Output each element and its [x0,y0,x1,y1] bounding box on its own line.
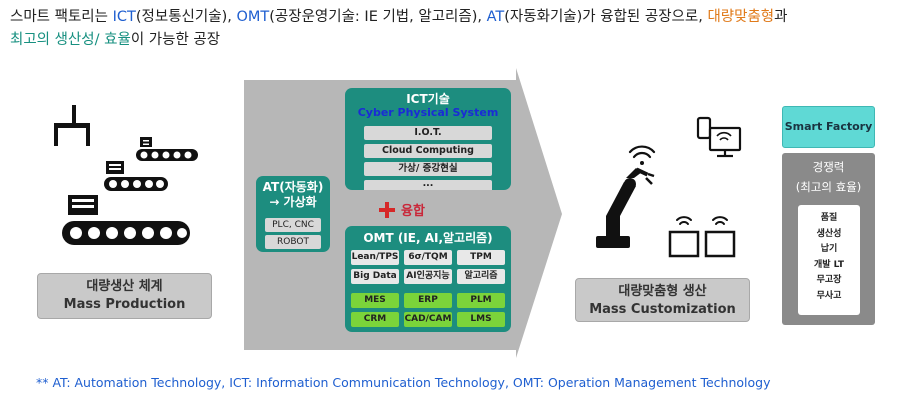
wifi-small-icon [716,131,732,141]
at-virtualization: → 가상화 [269,195,317,209]
omt-cell-crm: CRM [351,312,399,327]
at-item-robot: ROBOT [265,235,321,249]
footnote: ** AT: Automation Technology, ICT: Infor… [36,375,771,390]
omt-cell-lean-tps: Lean/TPS [351,250,399,265]
fusion-label: 융합 [379,200,425,219]
omt-cell-cadcam: CAD/CAM [404,312,452,327]
intro-line-2: 최고의 생산성/ 효율이 가능한 공장 [10,29,900,52]
wifi-icon [628,145,656,165]
ict-panel: ICT기술 Cyber Physical System I.O.T. Cloud… [345,88,511,190]
competitiveness-list: 품질 생산성 납기 개발 LT 무고장 무사고 [798,205,860,315]
mass-production-english: Mass Production [63,297,186,312]
ict-item-cloud: Cloud Computing [364,144,492,158]
intro-text-1d: (자동화기술)가 융합된 공장으로, [504,9,708,25]
intro-text-1b: (정보통신기술), [135,9,237,25]
at-title: AT(자동화) [262,180,324,194]
intro-text-2b: 이 가능한 공장 [130,32,221,48]
omt-panel: OMT (IE, AI,알고리즘) Lean/TPS 6σ/TQM TPM Bi… [345,226,511,332]
intro-line-1: 스마트 팩토리는 ICT(정보통신기술), OMT(공장운영기술: IE 기법,… [10,6,900,29]
mass-customization-label: 대량맞춤형 생산 Mass Customization [575,278,750,322]
ict-subtitle: Cyber Physical System [357,106,499,119]
competitiveness-item: 무고장 [816,275,842,285]
competitiveness-item: 개발 LT [813,259,845,270]
plus-icon [379,202,395,218]
intro-omt: OMT [236,9,270,25]
competitiveness-item: 무사고 [816,290,842,301]
competitiveness-panel: 경쟁력 (최고의 효율) 품질 생산성 납기 개발 LT 무고장 무사고 [782,153,875,325]
intro-at: AT [486,9,505,25]
omt-cell-mes: MES [351,293,399,308]
omt-cell-algorithm: 알고리즘 [457,269,505,284]
intro-mass: 대량맞춤형 [707,9,775,25]
mass-production-korean: 대량생산 체계 [86,279,163,294]
competitiveness-title: 경쟁력 [812,160,845,174]
competitiveness-subtitle: (최고의 효율) [795,180,862,194]
omt-title: OMT (IE, AI,알고리즘) [363,231,493,245]
omt-cell-bigdata: Big Data [351,269,399,284]
fusion-text: 융합 [401,204,425,219]
intro-text-1a: 스마트 팩토리는 [10,9,113,25]
intro-ict: ICT [112,9,136,25]
at-panel: AT(자동화) → 가상화 PLC, CNC ROBOT [256,176,330,252]
omt-cell-erp: ERP [404,293,452,308]
mass-production-label: 대량생산 체계 Mass Production [37,273,212,319]
intro-efficiency: 최고의 생산성/ 효율 [10,32,131,48]
mass-customization-english: Mass Customization [589,302,736,317]
ict-title: ICT기술 [406,92,450,106]
product-box-icon [668,230,700,258]
conveyor-production-icon [54,105,198,245]
ict-item-more: ... [364,179,492,190]
ict-item-vr-ar: 가상/ 증강현실 [364,162,492,176]
omt-cell-lms: LMS [457,312,505,327]
mass-customization-korean: 대량맞춤형 생산 [618,284,707,299]
ict-item-iot: I.O.T. [364,126,492,140]
intro-text-1e: 과 [774,9,788,25]
robot-arm-icon [596,167,649,248]
omt-cell-6sigma: 6σ/TQM [404,250,452,265]
product-box-icon [704,230,736,258]
computer-icon [696,116,742,158]
intro-text-1c: (공장운영기술: IE 기법, 알고리즘), [269,9,487,25]
intro-text: 스마트 팩토리는 ICT(정보통신기술), OMT(공장운영기술: IE 기법,… [10,6,900,52]
omt-cell-plm: PLM [457,293,505,308]
mass-customization-icon [596,116,742,258]
competitiveness-item: 납기 [820,244,838,254]
omt-cell-ai: AI인공지능 [404,269,452,284]
at-item-plc: PLC, CNC [265,218,321,232]
competitiveness-item: 생산성 [816,228,842,239]
smart-factory-box: Smart Factory [782,106,875,148]
omt-cell-tpm: TPM [457,250,505,265]
competitiveness-item: 품질 [820,213,838,223]
